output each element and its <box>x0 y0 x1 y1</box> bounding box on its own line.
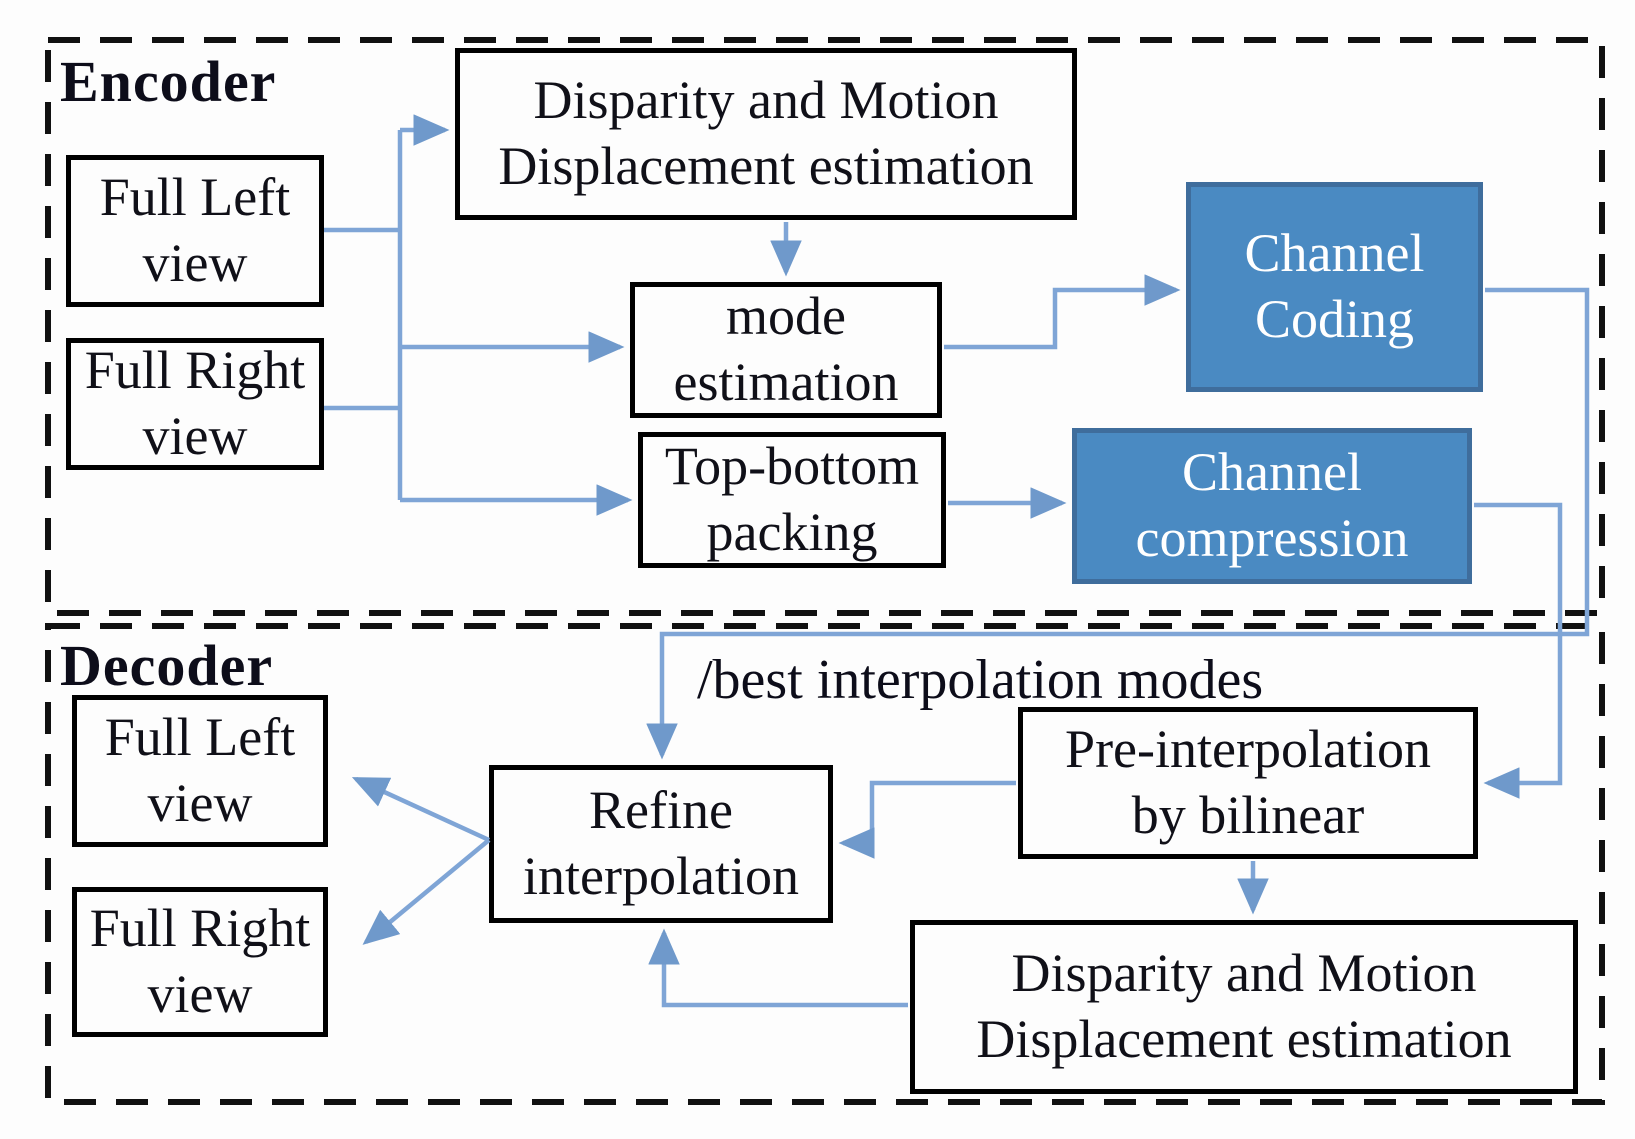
node-text-line: Coding <box>1254 289 1415 349</box>
channel-compression-node: Channel compression <box>1072 428 1472 584</box>
node-text-line: view <box>147 773 253 833</box>
node-text-line: Refine <box>589 780 733 841</box>
node-text-line: Pre-interpolation <box>1065 719 1431 780</box>
mode-estimation-node: mode estimation <box>630 282 942 418</box>
channel-coding-node: Channel Coding <box>1186 182 1483 392</box>
node-text-line: Channel <box>1244 223 1425 284</box>
node-text-line: by bilinear <box>1131 785 1365 845</box>
node-text-line: Channel <box>1182 442 1362 503</box>
node-text-line: Full Right <box>89 898 311 959</box>
node-text-line: Displacement estimation <box>498 136 1034 196</box>
refine-interpolation-node: Refine interpolation <box>489 765 833 923</box>
arrow-refine-to-full-left-view <box>351 776 490 843</box>
best-interpolation-modes-label: /best interpolation modes <box>697 649 1264 711</box>
arrow-decoder-disparity-to-refine <box>648 928 908 1008</box>
arrow-channel-compression-to-pre-interpolation <box>1474 502 1563 799</box>
node-text-line: interpolation <box>523 846 799 906</box>
arrow-pre-interpolation-to-refine <box>838 780 1016 859</box>
node-text-line: view <box>142 406 248 466</box>
decoder-full-right-view-node: Full Right view <box>72 887 328 1037</box>
arrow-refine-to-full-right-view <box>362 838 491 945</box>
node-text-line: Full Left <box>99 167 291 228</box>
node-text-line: Full Right <box>84 340 306 401</box>
pre-interpolation-bilinear-node: Pre-interpolation by bilinear <box>1018 707 1478 859</box>
node-text-line: view <box>147 964 253 1024</box>
decoder-full-left-view-node: Full Left view <box>72 695 328 847</box>
encoder-zone-label: Encoder <box>60 49 277 114</box>
node-text-line: estimation <box>673 352 899 412</box>
node-text-line: Displacement estimation <box>976 1009 1512 1069</box>
encoder-full-right-view-node: Full Right view <box>66 338 324 470</box>
node-text-line: Disparity and Motion <box>1011 943 1477 1004</box>
top-bottom-packing-node: Top-bottom packing <box>638 432 946 568</box>
decoder-zone-label: Decoder <box>60 633 274 698</box>
encoder-full-left-view-node: Full Left view <box>66 155 324 307</box>
arrow-mode-estimation-to-channel-coding <box>944 274 1181 350</box>
node-text-line: Top-bottom <box>664 436 920 497</box>
encoder-disparity-motion-estimation-node: Disparity and Motion Displacement estima… <box>455 48 1077 220</box>
node-text-line: Full Left <box>104 707 296 768</box>
node-text-line: Disparity and Motion <box>533 70 999 131</box>
node-text-line: view <box>142 233 248 293</box>
node-text-line: packing <box>706 502 878 562</box>
node-text-line: compression <box>1135 508 1409 568</box>
node-text-line: mode <box>726 286 846 347</box>
decoder-disparity-motion-estimation-node: Disparity and Motion Displacement estima… <box>910 920 1578 1094</box>
